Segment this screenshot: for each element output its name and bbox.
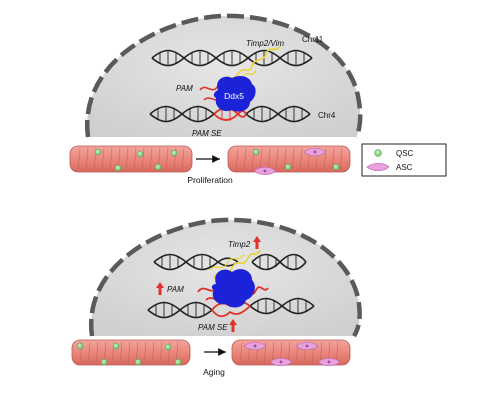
chr11-label: Chr11: [302, 35, 324, 44]
qsc-legend-label: QSC: [396, 149, 414, 158]
qsc-cells-top-right: [252, 148, 340, 171]
ddx5-protein-top: [213, 76, 256, 112]
pam-up-arrow-icon: [156, 282, 164, 295]
chr11-dna-helix: [151, 49, 313, 67]
timp2-vim-label: Timp2/Vim: [246, 39, 284, 48]
bottom-panel: Timp2 PAM PAM SE Aging: [71, 217, 362, 377]
ddx5-label: Ddx5: [224, 91, 244, 101]
qsc-legend-icon: [374, 149, 382, 157]
top-nuclear-envelope: [85, 13, 363, 139]
qsc-cells-bottom-left: [76, 342, 182, 366]
aging-label: Aging: [203, 367, 225, 377]
bottom-chr4-dna-helix: [147, 297, 315, 319]
asc-cells-bottom-right: [243, 341, 341, 367]
pam-se-up-arrow-icon: [229, 319, 237, 332]
timp2-up-arrow-icon: [253, 236, 261, 249]
ddx5-protein-bottom: [211, 269, 255, 308]
chr4-label: Chr4: [318, 111, 336, 120]
timp2-gene-loop-2: [209, 253, 245, 271]
proliferation-label: Proliferation: [187, 175, 233, 185]
pam-label-top: PAM: [176, 84, 193, 93]
bottom-chr11-dna-helix: [153, 253, 307, 271]
asc-legend-label: ASC: [396, 163, 413, 172]
bottom-nuclear-envelope: [88, 217, 362, 338]
up-arrow-icons: [156, 236, 261, 332]
asc-legend-icon: [366, 162, 390, 172]
asc-cells-top-right: [253, 147, 327, 176]
qsc-cells-top-left: [94, 148, 178, 172]
muscle-fiber-before-bottom: [71, 339, 191, 366]
pam-label-bottom: PAM: [167, 285, 184, 294]
timp2-label: Timp2: [228, 240, 251, 249]
legend: QSC ASC: [361, 143, 447, 177]
top-panel: Ddx5 Timp2/Vim Chr11 PAM PAM SE Chr4 Pro…: [69, 13, 363, 185]
chr4-dna-helix: [149, 105, 311, 123]
pam-se-label-bottom: PAM SE: [198, 323, 228, 332]
pam-se-label-top: PAM SE: [192, 129, 222, 138]
